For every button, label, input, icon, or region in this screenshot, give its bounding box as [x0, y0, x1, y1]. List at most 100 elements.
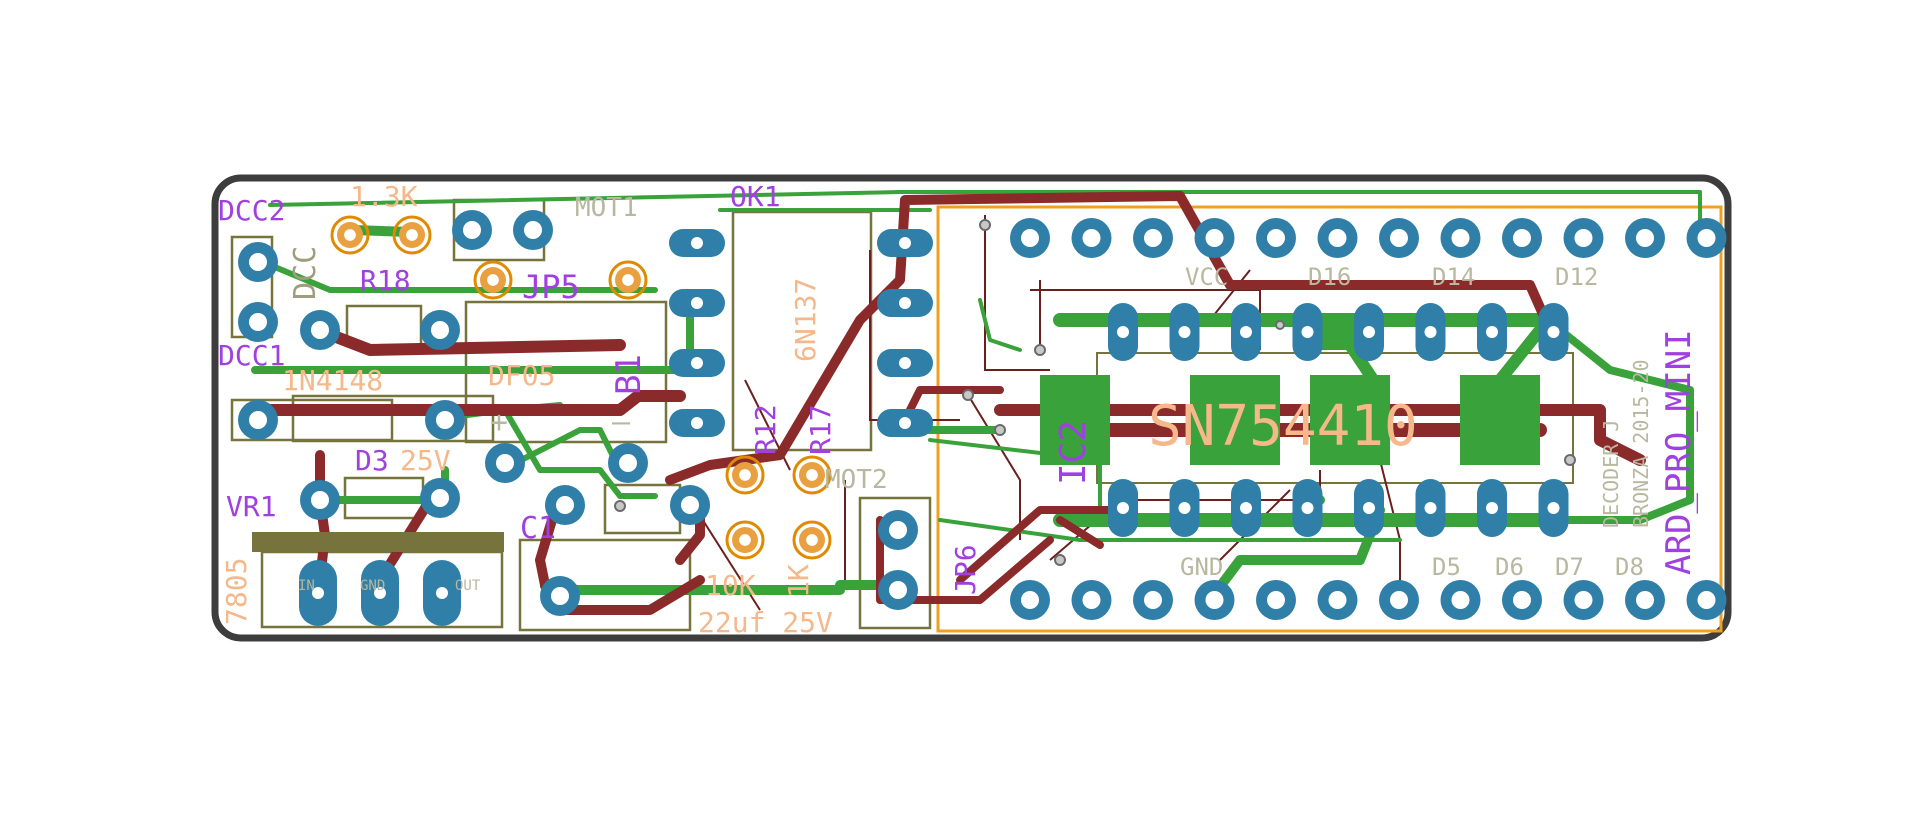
value-6n137: 6N137: [789, 278, 822, 362]
value-1k3: 1.3K: [350, 180, 418, 213]
label-ok1: OK1: [730, 180, 781, 213]
oblong-pads: [299, 229, 1569, 626]
silk-d16: D16: [1308, 263, 1351, 291]
label-vr1: VR1: [226, 490, 277, 523]
label-b1: B1: [609, 354, 649, 395]
pad-drill: [806, 469, 818, 481]
pad-drill: [899, 417, 911, 429]
pad-drill: [622, 274, 634, 286]
pad-drill: [889, 581, 907, 599]
pad-drill: [1178, 502, 1191, 514]
pad-ring: [725, 455, 765, 495]
pad-drill: [1574, 229, 1593, 247]
silk-side-2: BRONZA 2015-20: [1629, 359, 1653, 528]
pad-drill: [1301, 502, 1314, 514]
pad-drill: [1547, 502, 1560, 514]
board-outline: [211, 174, 1732, 642]
pad-drill: [899, 237, 911, 249]
silk-labels: MOT1 MOT2 DCC VCC D16 D14 D12 GND D5 D6 …: [288, 193, 1653, 594]
silk-d14: D14: [1432, 263, 1475, 291]
pad-drill: [1390, 229, 1408, 247]
pad-drill: [1082, 591, 1101, 609]
pad-drill: [1144, 591, 1162, 609]
pad-drill: [1240, 502, 1252, 514]
pad-drill: [1205, 591, 1224, 609]
pad-drill: [1144, 229, 1162, 247]
name-labels: DCC2 DCC1 R18 JP5 OK1 D3 VR1 C1 B1 R12 R…: [218, 180, 1699, 595]
pad-drill: [1082, 229, 1101, 247]
pad-drill: [1328, 591, 1347, 609]
pad-drill: [899, 357, 911, 369]
label-ard: ARD_PRO_MINI: [1659, 329, 1699, 575]
pad-drill: [1021, 591, 1039, 609]
pad-drill: [739, 469, 751, 481]
pad-ring: [608, 260, 648, 300]
silk-out: OUT: [455, 578, 481, 594]
silk-bridge-plus: +: [490, 405, 508, 440]
pad-ring: [392, 215, 432, 255]
label-r18: R18: [360, 264, 411, 297]
label-dcc1: DCC1: [218, 339, 285, 372]
pad-drill: [1240, 326, 1252, 338]
pad-drill: [1205, 229, 1224, 247]
pad-drill: [1424, 502, 1437, 514]
pad-drill: [551, 587, 569, 605]
pad-drill: [691, 357, 703, 369]
pad-drill: [1301, 326, 1314, 338]
pad-drill: [739, 534, 751, 546]
pad-drill: [463, 221, 481, 239]
value-cap: 22uf 25V: [698, 606, 833, 639]
pad-drill: [1547, 326, 1560, 338]
label-c1: C1: [520, 511, 556, 546]
vias: [614, 219, 1576, 566]
pad-drill: [1178, 326, 1191, 338]
pad-drill: [1636, 229, 1654, 247]
pad-drill: [1513, 229, 1531, 247]
pad-drill: [1267, 591, 1285, 609]
pad-drill: [619, 454, 637, 472]
label-dcc2: DCC2: [218, 194, 285, 227]
pad-drill: [691, 297, 703, 309]
silk-d6: D6: [1495, 553, 1524, 581]
pad-ring: [473, 260, 513, 300]
pad-drill: [374, 587, 386, 599]
pad-drill: [487, 274, 499, 286]
pad-drill: [496, 454, 514, 472]
silk-d5: D5: [1432, 553, 1461, 581]
silk-d8: D8: [1615, 553, 1644, 581]
pad-drill: [1697, 591, 1716, 609]
label-jp6: JP6: [949, 544, 982, 595]
pad-drill: [1117, 326, 1129, 338]
pad-drill: [1451, 591, 1470, 609]
silk-d12: D12: [1555, 263, 1598, 291]
value-labels: 1.3K 1N4148 DF05 25V 10K 22uf 25V 7805 1…: [220, 180, 1418, 639]
value-25v: 25V: [400, 444, 451, 477]
value-1k: 1K: [782, 564, 815, 598]
pad-drill: [311, 491, 329, 509]
label-ic2: IC2: [1053, 420, 1094, 485]
pad-ring: [792, 520, 832, 560]
pad-drill: [889, 521, 907, 539]
pad-drill: [1363, 502, 1375, 514]
pad-drill: [1486, 502, 1498, 514]
silk-gnd-small: GND: [360, 578, 385, 594]
pad-drill: [1574, 591, 1593, 609]
value-df05: DF05: [488, 359, 555, 392]
pad-drill: [249, 253, 267, 271]
silk-side-1: DECODER J: [1599, 420, 1623, 528]
pad-drill: [1390, 591, 1408, 609]
pad-drill: [312, 587, 324, 599]
pad-drill: [691, 417, 703, 429]
pad-drill: [249, 313, 267, 331]
value-10k: 10K: [705, 569, 756, 602]
pad-drill: [681, 496, 699, 514]
value-1n4148: 1N4148: [282, 364, 383, 397]
pad-drill: [436, 411, 454, 429]
pad-drill: [249, 411, 267, 429]
silk-mot2: MOT2: [825, 465, 888, 495]
silk-in: IN: [298, 578, 315, 594]
label-jp5: JP5: [522, 268, 580, 306]
pad-drill: [1021, 229, 1039, 247]
pad-drill: [524, 221, 542, 239]
